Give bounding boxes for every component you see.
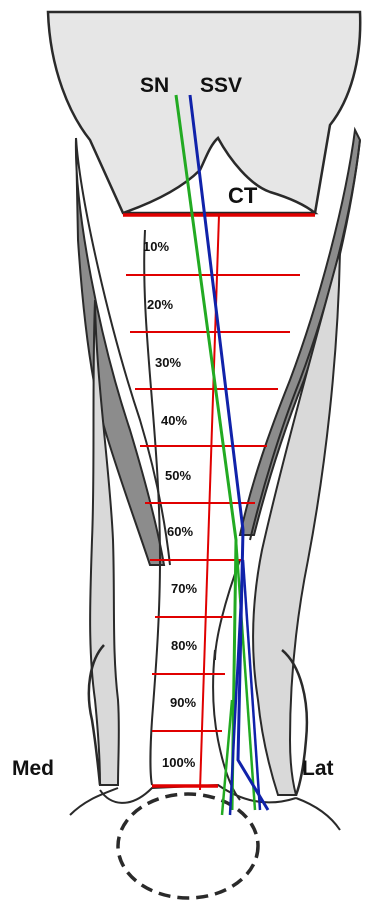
level-label: 80%: [171, 638, 197, 653]
level-label: 20%: [147, 297, 173, 312]
level-label: 50%: [165, 468, 191, 483]
level-label: 90%: [170, 695, 196, 710]
level-label: 70%: [171, 581, 197, 596]
ssv-label: SSV: [200, 74, 242, 97]
level-label: 60%: [167, 524, 193, 539]
medial-label: Med: [12, 757, 54, 780]
level-label: 100%: [162, 755, 196, 770]
level-label: 40%: [161, 413, 187, 428]
level-label: 30%: [155, 355, 181, 370]
calcaneus-dashed: [118, 794, 258, 898]
sn-label: SN: [140, 74, 169, 97]
level-label: 10%: [143, 239, 169, 254]
lateral-label: Lat: [302, 757, 334, 780]
ct-label: CT: [228, 183, 258, 208]
